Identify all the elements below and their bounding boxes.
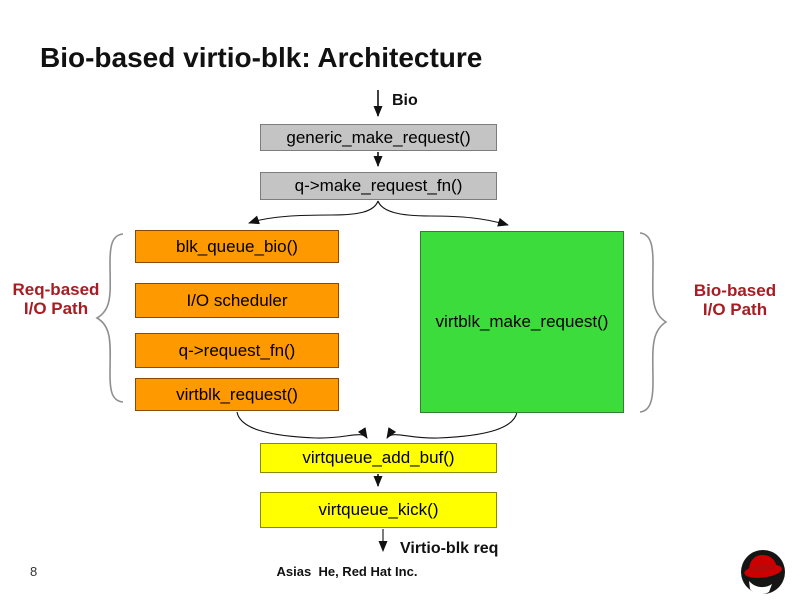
node-blk-queue-bio: blk_queue_bio(): [135, 230, 339, 263]
req-based-path-label-line1: Req-based: [12, 280, 100, 299]
right-brace: [639, 232, 668, 413]
bio-based-path-label: Bio-based I/O Path: [676, 281, 794, 319]
footer-credit: Asias He, Red Hat Inc.: [276, 564, 418, 579]
node-q-make-request-fn: q->make_request_fn(): [260, 172, 497, 200]
arrow-converge-right: [386, 411, 518, 439]
arrow-branch-right: [377, 200, 509, 227]
page-number: 8: [30, 564, 38, 579]
input-label: Bio: [392, 92, 418, 109]
red-hat-logo-icon: [741, 550, 785, 595]
node-q-request-fn: q->request_fn(): [135, 333, 339, 368]
left-brace: [95, 233, 124, 403]
node-generic-make-request: generic_make_request(): [260, 124, 497, 151]
req-based-path-label-line2: I/O Path: [23, 299, 89, 318]
node-virtqueue-add-buf: virtqueue_add_buf(): [260, 443, 497, 473]
bio-based-path-label-line1: Bio-based: [693, 281, 777, 300]
node-virtblk-make-request: virtblk_make_request(): [420, 231, 624, 413]
node-io-scheduler: I/O scheduler: [135, 283, 339, 318]
node-virtqueue-kick: virtqueue_kick(): [260, 492, 497, 528]
output-label: Virtio-blk req: [400, 540, 499, 557]
page-title: Bio-based virtio-blk: Architecture: [40, 42, 483, 73]
arrow-converge-left: [236, 411, 368, 439]
bio-based-path-label-line2: I/O Path: [702, 300, 768, 319]
arrow-branch-left: [248, 200, 379, 225]
req-based-path-label: Req-based I/O Path: [2, 280, 110, 318]
node-virtblk-request: virtblk_request(): [135, 378, 339, 411]
